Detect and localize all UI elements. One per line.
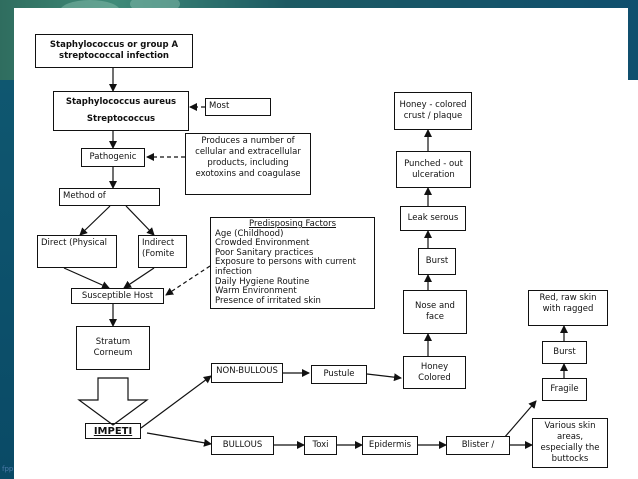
factor-item: Daily Hygiene Routine	[215, 276, 310, 287]
epidermis-text: Epidermis	[368, 440, 412, 450]
burst-text: Burst	[425, 256, 449, 266]
honey-crust-text: Honey - colored crust / plaque	[399, 100, 467, 121]
burst-box: Burst	[418, 248, 456, 275]
organism-box: Staphylococcus aureus Streptococcus	[53, 91, 189, 131]
diagram-panel: Staphylococcus or group A streptococcal …	[14, 8, 628, 479]
stratum-box: Stratum Corneum	[76, 326, 150, 370]
most-text: Most	[209, 101, 230, 111]
epidermis-box: Epidermis	[362, 436, 418, 455]
predisposing-title: Predisposing Factors	[248, 219, 337, 229]
nonbullous-box: NON-BULLOUS	[211, 363, 283, 383]
leak-serous-text: Leak serous	[407, 213, 459, 223]
infection-text: Staphylococcus or group A streptococcal …	[49, 40, 179, 61]
honey-colored-box: Honey Colored	[403, 356, 466, 389]
blister-box: Blister /	[446, 436, 510, 455]
fragile-box: Fragile	[542, 378, 587, 401]
connector-layer	[63, 68, 568, 449]
bullous-text: BULLOUS	[222, 440, 263, 450]
susceptible-host-text: Susceptible Host	[81, 290, 154, 301]
strep-text: Streptococcus	[86, 114, 156, 124]
footer-mark: fpp	[2, 465, 14, 473]
stratum-text: Stratum Corneum	[93, 337, 133, 358]
leak-serous-box: Leak serous	[400, 206, 466, 231]
infection-box: Staphylococcus or group A streptococcal …	[35, 34, 193, 68]
impeti-label: IMPETI	[85, 423, 141, 439]
toxi-box: Toxi	[304, 436, 337, 455]
hollow-down-arrow	[77, 377, 149, 426]
various-areas-text: Various skin areas, especially the butto…	[540, 421, 600, 464]
dashed-predisposing	[165, 265, 211, 296]
nose-face-text: Nose and face	[415, 301, 455, 322]
toxi-text: Toxi	[312, 440, 329, 450]
direct-text: Direct (Physical	[41, 238, 108, 248]
predisposing-box: Predisposing Factors Age (Childhood) Cro…	[210, 217, 375, 309]
fragile-text: Fragile	[550, 384, 579, 394]
arrow-indirect-host	[123, 267, 155, 289]
indirect-text: Indirect (Fomite	[142, 238, 175, 259]
arrow-pustule-honey	[366, 373, 402, 382]
left-strip	[0, 80, 14, 479]
factor-item: Poor Sanitary practices	[215, 247, 314, 258]
arrow-impeti-nonbullous	[140, 375, 212, 429]
honey-crust-box: Honey - colored crust / plaque	[394, 92, 472, 130]
raw-skin-box: Red, raw skin with ragged	[528, 290, 608, 326]
pathogenic-box: Pathogenic	[81, 148, 145, 167]
products-box: Produces a number of cellular and extrac…	[185, 133, 311, 195]
arrow-direct-host	[63, 267, 110, 289]
direct-box: Direct (Physical	[37, 235, 117, 268]
arrow-impeti-bullous	[146, 432, 212, 447]
nose-face-box: Nose and face	[403, 290, 467, 334]
bullous-box: BULLOUS	[211, 436, 274, 455]
pustule-text: Pustule	[323, 369, 355, 379]
staph-text: Staphylococcus aureus	[65, 97, 177, 107]
arrow-method-direct	[79, 205, 111, 236]
susceptible-host-box: Susceptible Host	[71, 288, 164, 304]
burst-text-2: Burst	[553, 347, 576, 357]
factor-item: Presence of irritated skin	[215, 295, 321, 306]
method-text: Method of	[63, 191, 106, 201]
factor-item: Exposure to persons with current infecti…	[215, 257, 356, 277]
honey-colored-text: Honey Colored	[418, 361, 451, 383]
burst-box-2: Burst	[542, 341, 587, 364]
method-box: Method of	[59, 188, 160, 206]
products-text: Produces a number of cellular and extrac…	[195, 136, 301, 179]
pustule-box: Pustule	[311, 365, 367, 384]
raw-skin-text: Red, raw skin with ragged	[539, 293, 597, 314]
nonbullous-text: NON-BULLOUS	[216, 366, 278, 376]
most-box: Most	[205, 98, 271, 116]
arrow-blister-fragile	[503, 400, 537, 439]
arrow-method-indirect	[125, 205, 155, 236]
punched-text: Punched - out ulceration	[404, 158, 463, 180]
factor-item: Warm Environment	[215, 286, 297, 297]
factor-item: Crowded Environment	[215, 238, 310, 249]
punched-box: Punched - out ulceration	[396, 151, 471, 188]
various-areas-box: Various skin areas, especially the butto…	[532, 418, 608, 468]
factor-item: Age (Childhood)	[215, 228, 284, 239]
indirect-box: Indirect (Fomite	[138, 235, 187, 268]
blister-text: Blister /	[461, 440, 495, 450]
pathogenic-text: Pathogenic	[89, 152, 137, 162]
